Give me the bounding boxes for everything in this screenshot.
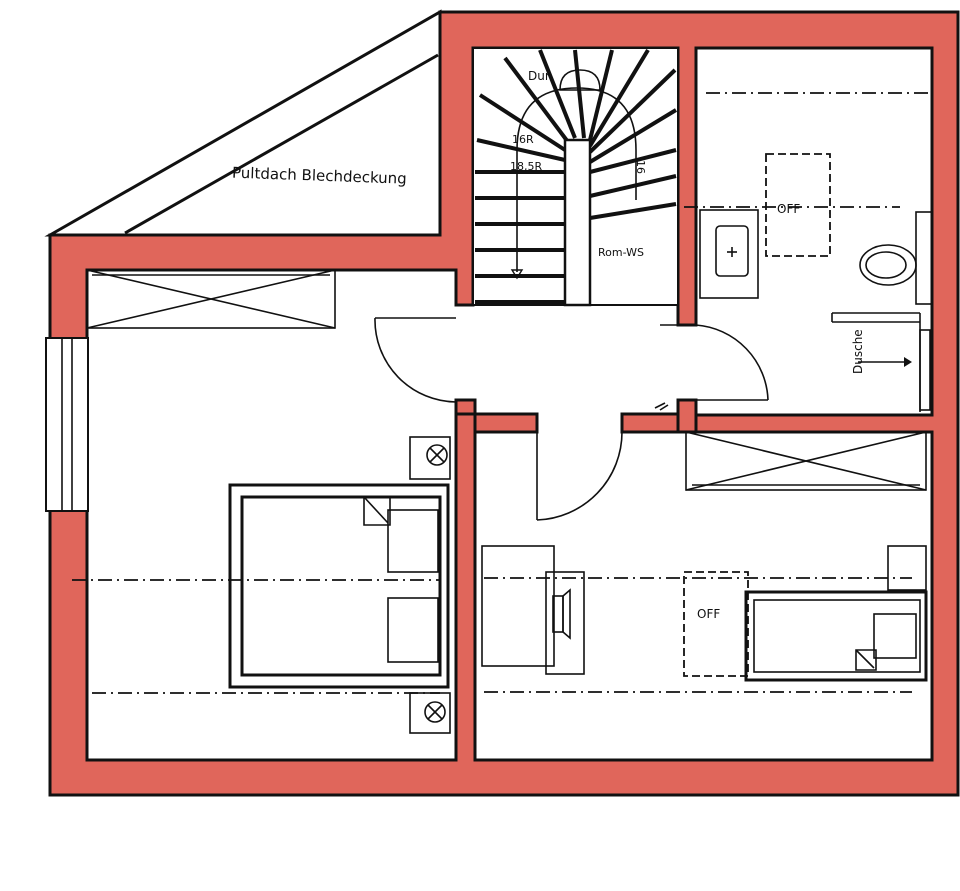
- roof-label: Pultdach Blechdeckung: [232, 164, 407, 188]
- bedroom-left: [72, 269, 451, 734]
- nightstand-right: [887, 545, 927, 591]
- lamp-icon: [424, 701, 446, 723]
- toilet: [859, 211, 933, 305]
- bath-window-label: OFF: [777, 202, 800, 216]
- bathroom: OFF Dusche: [684, 92, 933, 412]
- staircase: Dur 16R 18,5R 16 Rom-WS: [472, 47, 679, 307]
- bedroom-right: OFF: [481, 431, 928, 693]
- nightstand-top: [409, 436, 451, 480]
- stair-label-steps-a: 16R: [512, 133, 534, 146]
- stair-label-bottom: Rom-WS: [598, 246, 644, 259]
- stair-label-side: 16: [634, 160, 647, 174]
- stair-label-top: Dur: [528, 69, 550, 83]
- desk: [481, 545, 555, 667]
- desk-window-label: OFF: [697, 607, 720, 621]
- nightstand-bottom: [409, 692, 451, 734]
- roof-area: Pultdach Blechdeckung: [44, 9, 442, 237]
- single-bed: [744, 590, 928, 682]
- left-window: [45, 337, 89, 512]
- stair-label-steps-b: 18,5R: [510, 160, 542, 173]
- shower-label: Dusche: [851, 329, 865, 374]
- doors: [374, 317, 769, 521]
- double-bed: [228, 483, 450, 689]
- washbasin: [699, 209, 759, 299]
- lamp-icon: [426, 444, 448, 466]
